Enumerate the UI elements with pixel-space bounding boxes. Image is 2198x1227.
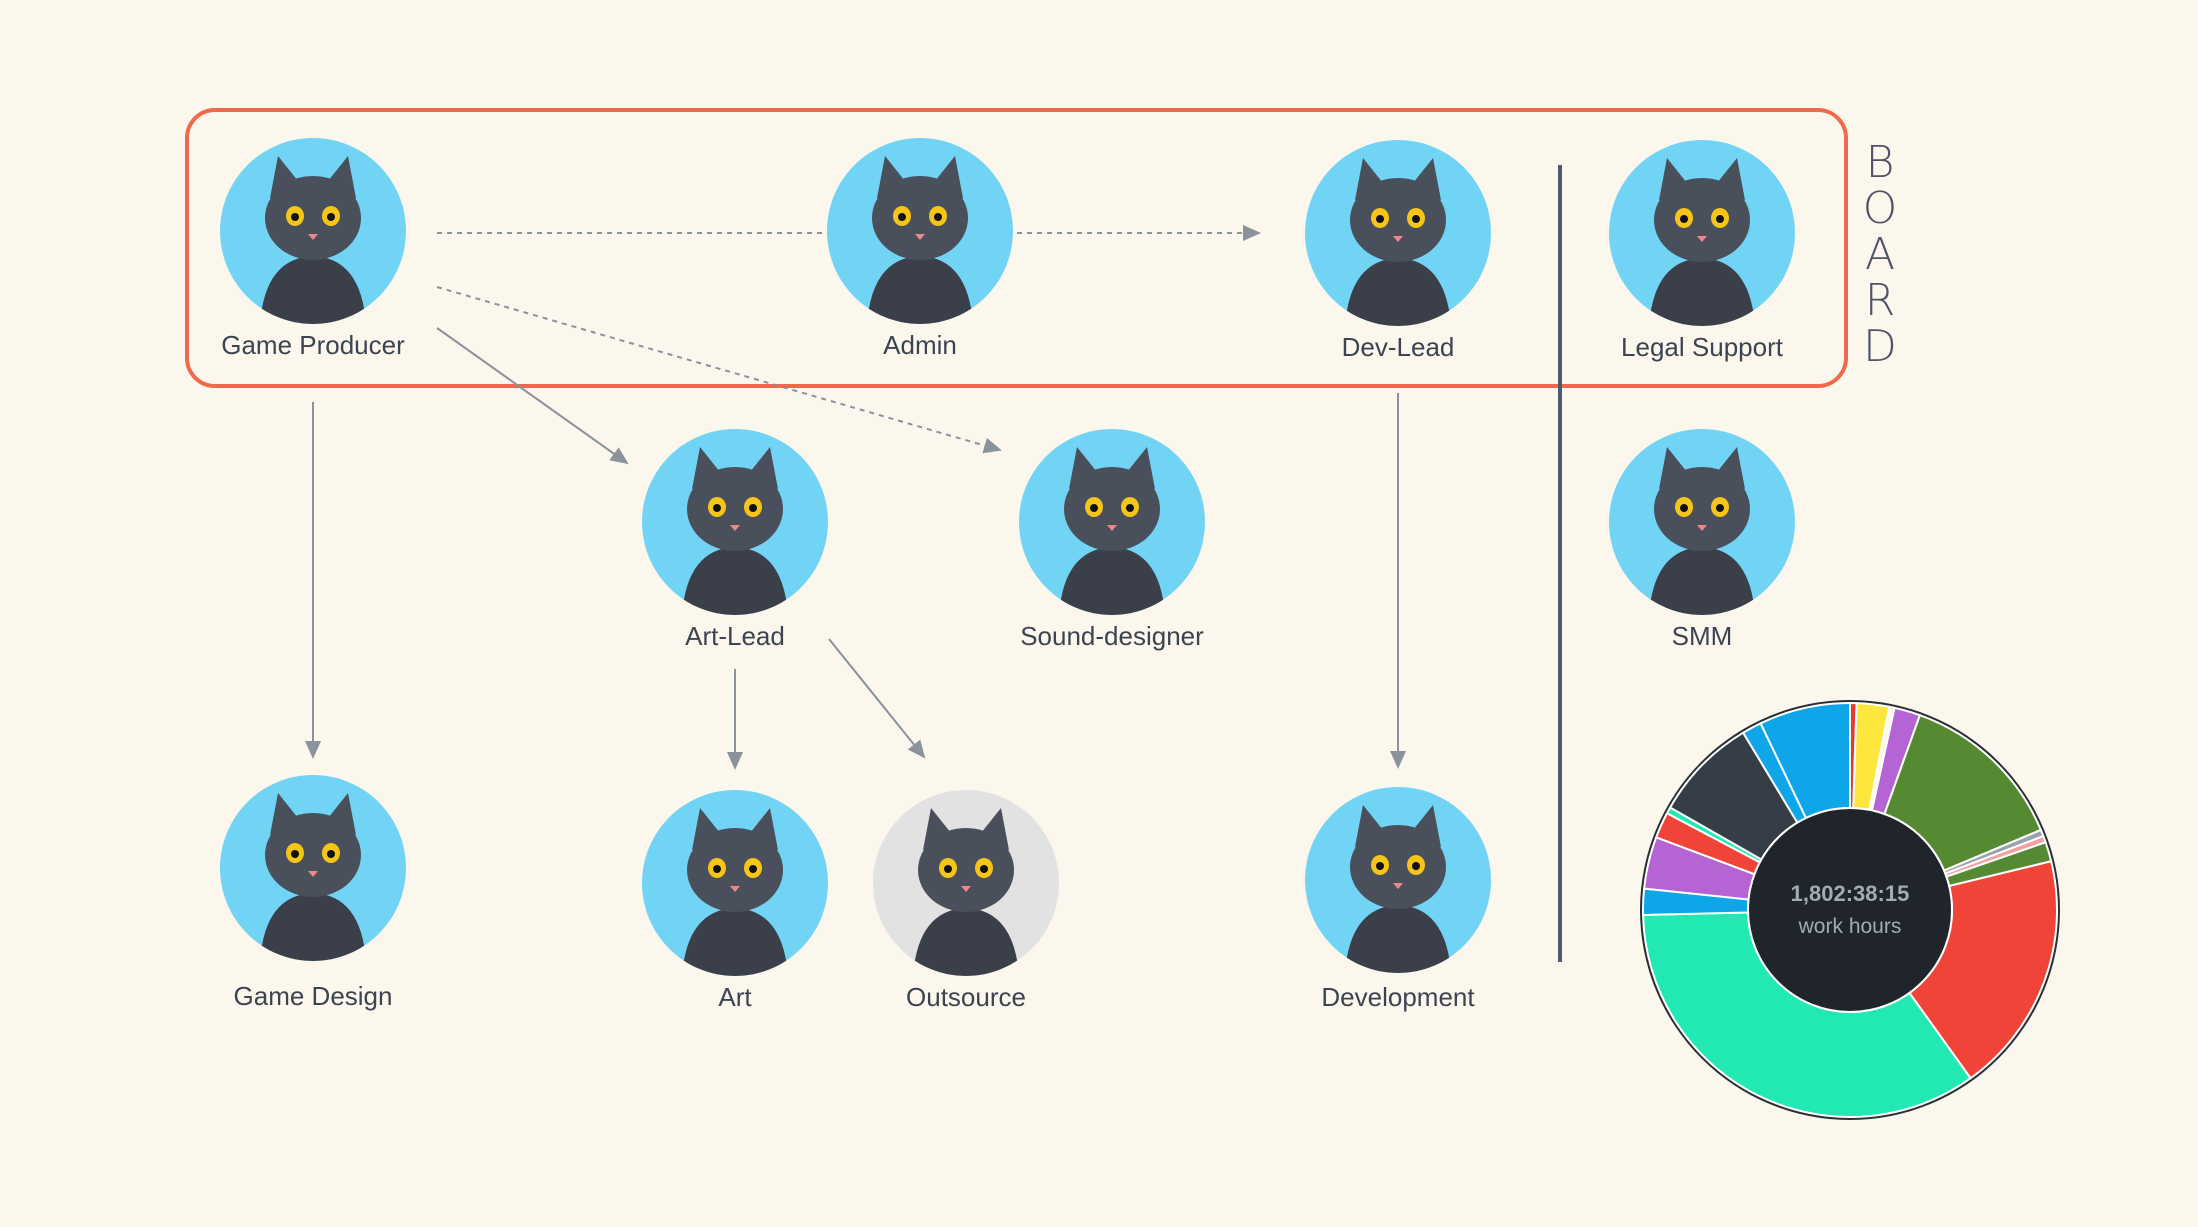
vertical-divider (1558, 165, 1562, 962)
node-label: Admin (883, 330, 957, 360)
cat-illustration (1059, 447, 1165, 615)
node-label: Outsource (906, 982, 1026, 1012)
cat-illustration (682, 808, 788, 976)
donut-hole (1747, 807, 1953, 1013)
sound-designer-avatar (1019, 429, 1205, 615)
legal-support-avatar (1609, 140, 1795, 326)
art-lead-avatar (642, 429, 828, 615)
board-letter: B (1865, 137, 1895, 188)
node-label: Development (1321, 982, 1475, 1012)
cat-illustration (1345, 158, 1451, 326)
cat-illustration (260, 793, 366, 961)
node-label: Sound-designer (1020, 621, 1204, 651)
node-label: SMM (1671, 621, 1733, 651)
work-hours-chart: 1,802:38:15 work hours (1636, 696, 2064, 1124)
board-letter: R (1864, 275, 1896, 326)
node-outsource[interactable]: Outsource (836, 790, 1096, 1013)
outsource-avatar (873, 790, 1059, 976)
admin-avatar (827, 138, 1013, 324)
donut-chart (1640, 700, 2060, 1120)
board-letter: O (1862, 183, 1898, 234)
node-art-lead[interactable]: Art-Lead (605, 429, 865, 652)
node-legal-support[interactable]: Legal Support (1572, 140, 1832, 363)
cat-illustration (260, 156, 366, 324)
game-design-avatar (220, 775, 406, 961)
node-label: Game Producer (221, 330, 405, 360)
node-label: Game Design (233, 981, 393, 1011)
cat-illustration (682, 447, 788, 615)
cat-illustration (1649, 158, 1755, 326)
node-label: Dev-Lead (1341, 332, 1455, 362)
node-game-producer[interactable]: Game Producer (183, 138, 443, 361)
cat-illustration (1649, 447, 1755, 615)
cat-illustration (867, 156, 973, 324)
board-letter: D (1863, 321, 1897, 372)
development-avatar (1305, 787, 1491, 973)
node-game-design[interactable]: Game Design (183, 775, 443, 1012)
node-smm[interactable]: SMM (1572, 429, 1832, 652)
node-admin[interactable]: Admin (790, 138, 1050, 361)
node-label: Art-Lead (685, 621, 785, 651)
cat-illustration (1345, 805, 1451, 973)
node-art[interactable]: Art (605, 790, 865, 1013)
link-producer-artlead (436, 327, 629, 465)
smm-avatar (1609, 429, 1795, 615)
board-title: B O A R D (1860, 140, 1900, 370)
art-avatar (642, 790, 828, 976)
link-artlead-outsource (828, 638, 926, 759)
game-producer-avatar (220, 138, 406, 324)
dev-lead-avatar (1305, 140, 1491, 326)
node-sound-designer[interactable]: Sound-designer (982, 429, 1242, 652)
link-producer-sound (436, 286, 1002, 454)
node-dev-lead[interactable]: Dev-Lead (1268, 140, 1528, 363)
node-label: Art (718, 982, 752, 1012)
node-development[interactable]: Development (1268, 787, 1528, 1013)
node-label: Legal Support (1621, 332, 1783, 362)
cat-illustration (913, 808, 1019, 976)
board-group (185, 108, 1848, 388)
board-letter: A (1864, 229, 1896, 280)
